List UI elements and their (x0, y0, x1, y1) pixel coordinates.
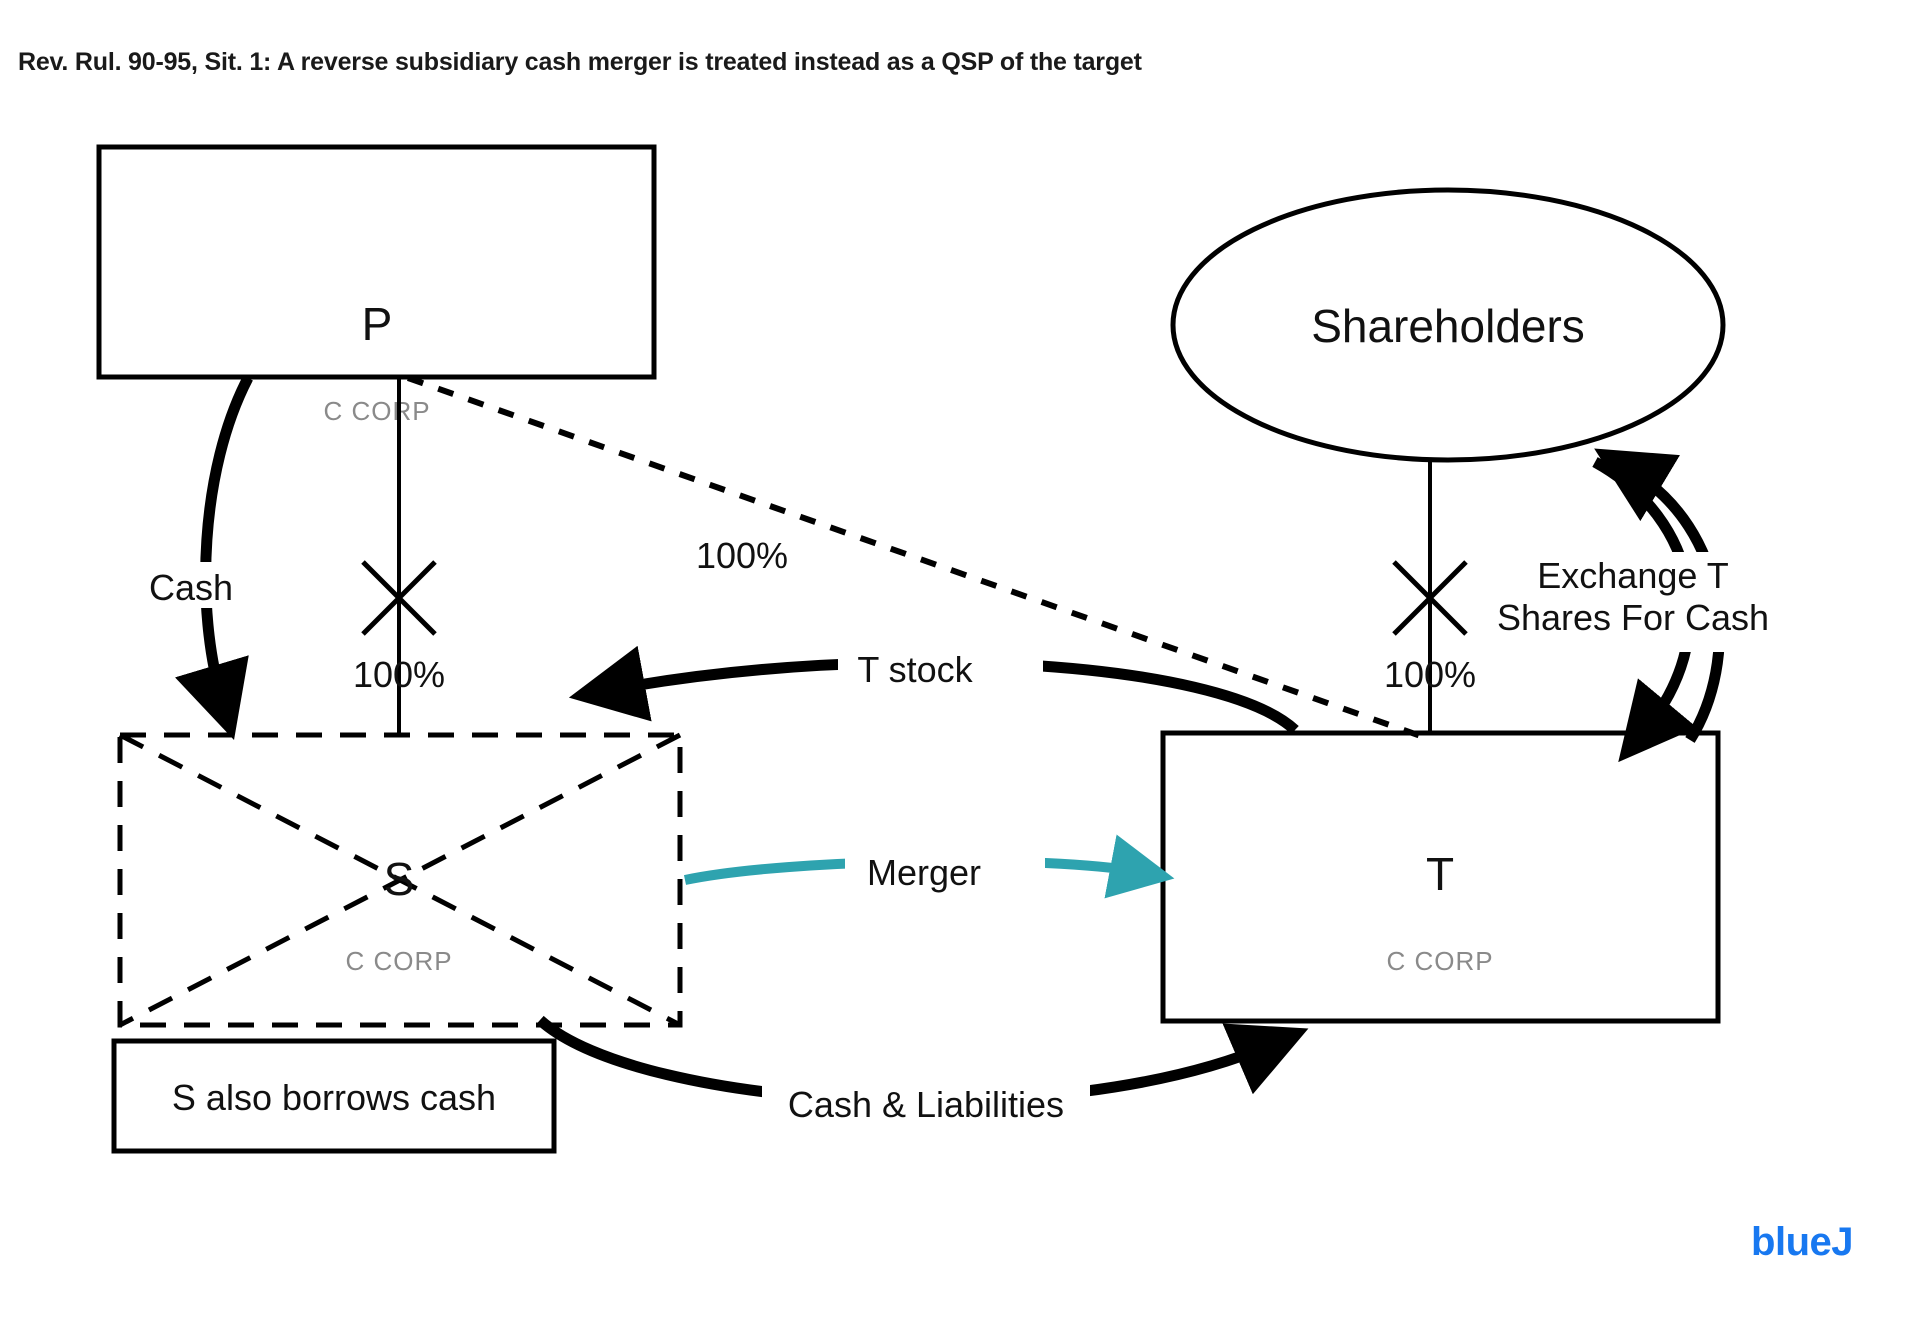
note-borrow-box[interactable] (111, 1038, 557, 1154)
edge-shareholders-t-ownership: 100% (1384, 459, 1476, 733)
edge-label-p-t-backdrop (672, 528, 812, 576)
page-title: Rev. Rul. 90-95, Sit. 1: A reverse subsi… (18, 48, 1142, 76)
edge-p-s-ownership: 100% (353, 377, 445, 735)
node-p[interactable]: P C CORP (96, 144, 657, 426)
node-t-subtype: C CORP (1386, 946, 1493, 976)
edge-label-merger-backdrop (845, 845, 1045, 895)
edge-label-cash-liabilities: Cash & Liabilities (788, 1084, 1064, 1125)
node-s[interactable]: S C CORP (117, 732, 683, 1028)
node-s-subtype: C CORP (345, 946, 452, 976)
node-shareholders[interactable]: Shareholders (1170, 187, 1726, 463)
node-shareholders-label: Shareholders (1311, 300, 1585, 352)
arrow-cash (175, 375, 253, 741)
cross-mark-p-s-b (361, 560, 437, 636)
edge-cash: Cash (128, 375, 254, 741)
edge-label-cash-liabilities-backdrop (762, 1078, 1090, 1126)
note-borrow-label: S also borrows cash (172, 1077, 496, 1118)
node-p-box[interactable] (96, 144, 657, 380)
edge-label-merger: Merger (867, 852, 981, 893)
edge-label-sh-t-ownership: 100% (1384, 654, 1476, 695)
note-borrow[interactable]: S also borrows cash (111, 1038, 557, 1154)
edge-label-exchange-backdrop (1500, 552, 1830, 652)
node-p-label: P (362, 298, 393, 350)
node-p-subtype: C CORP (323, 396, 430, 426)
edge-label-p-t-ownership: 100% (696, 535, 788, 576)
cross-mark-sh-t-b (1392, 560, 1468, 636)
edge-exchange-shares: Exchange T Shares For Cash (1497, 448, 1830, 763)
node-t-label: T (1426, 848, 1454, 900)
node-t[interactable]: T C CORP (1160, 730, 1721, 1024)
edge-label-cash: Cash (149, 567, 233, 608)
node-s-label: S (384, 853, 415, 905)
node-s-strike-b (118, 732, 682, 1028)
edge-merger: Merger (683, 834, 1175, 899)
bluej-logo-secondary: J (1831, 1220, 1853, 1264)
edge-p-t-ownership: 100% (407, 375, 1433, 743)
edge-label-t-stock: T stock (857, 649, 973, 690)
edge-cash-liabilities: Cash & Liabilities (536, 1015, 1309, 1126)
bluej-logo-primary: blue (1751, 1220, 1832, 1264)
node-t-box[interactable] (1160, 730, 1721, 1024)
dotted-line-p-t (407, 375, 1433, 743)
edge-label-exchange-line1: Exchange T (1537, 555, 1728, 596)
edge-t-stock: T stock (568, 645, 1299, 735)
edge-label-exchange-line2: Shares For Cash (1497, 597, 1769, 638)
edge-label-p-s-ownership: 100% (353, 654, 445, 695)
edge-label-t-stock-backdrop (838, 645, 1043, 691)
bluej-logo: blueJ (1751, 1220, 1853, 1265)
edge-label-cash-backdrop (128, 562, 254, 608)
node-shareholders-ellipse[interactable] (1170, 187, 1726, 463)
